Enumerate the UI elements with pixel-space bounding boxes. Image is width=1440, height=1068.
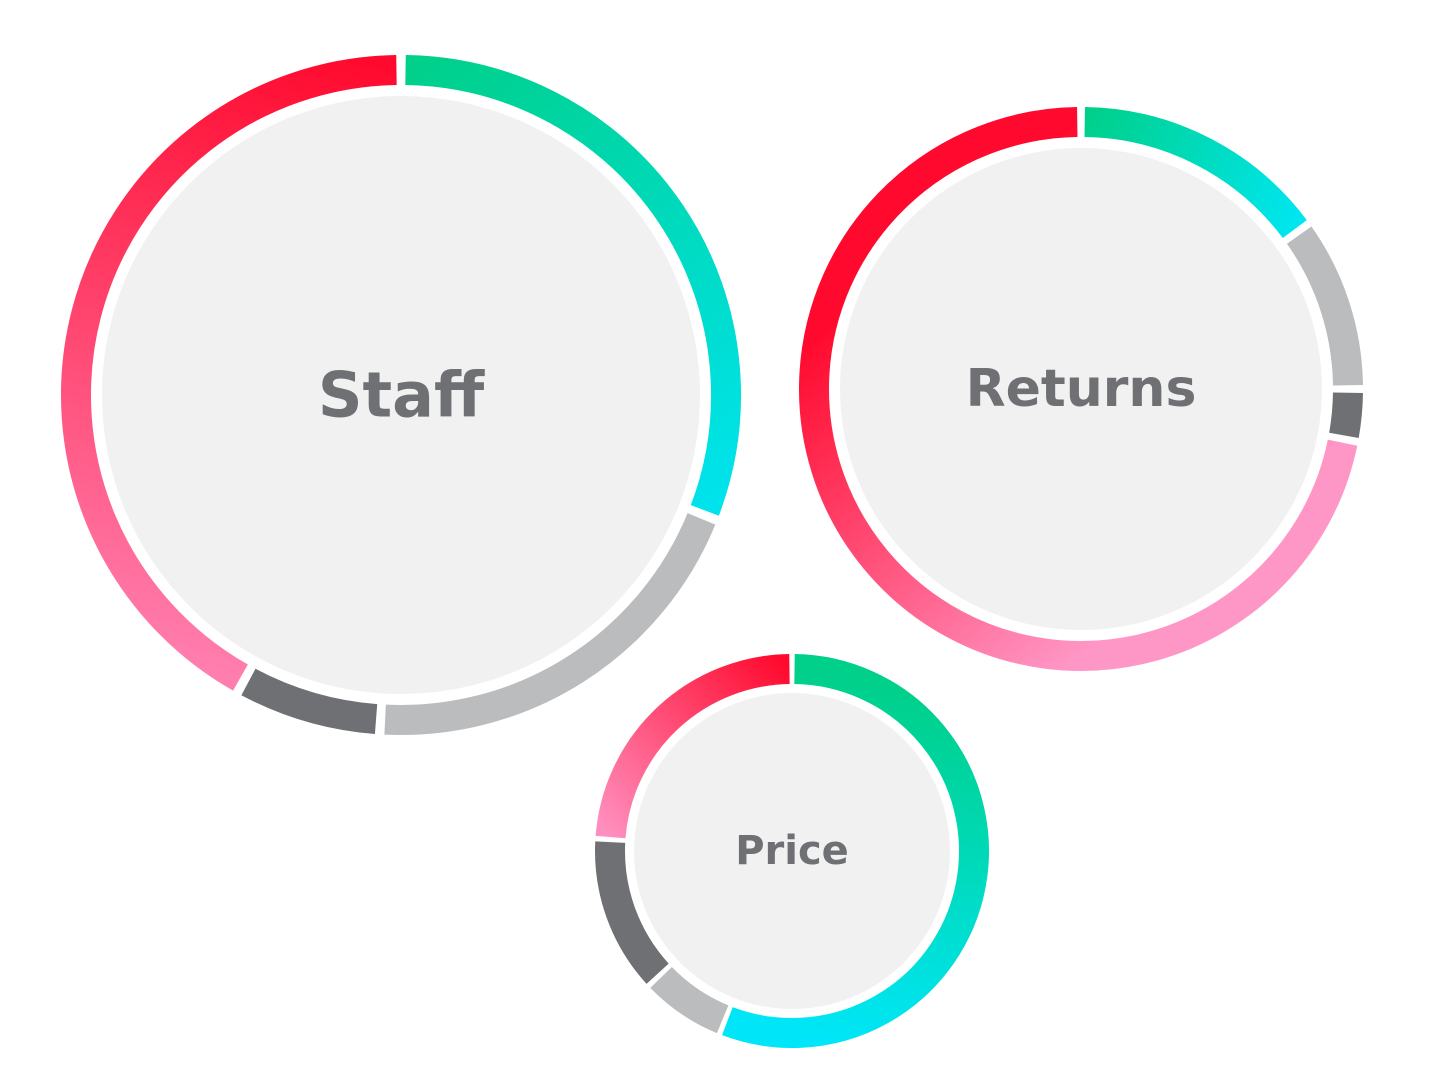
price-label: Price [735, 828, 849, 874]
staff-label: Staff [318, 359, 485, 432]
bubble-price: Price [595, 654, 989, 1048]
returns-inner-disc [840, 148, 1322, 630]
price-ring-segment-4 [595, 654, 790, 839]
price-ring-segment-1 [722, 654, 989, 1048]
staff-ring-segment-3 [241, 668, 378, 734]
returns-ring-segment-2 [1286, 226, 1363, 386]
price-inner-disc [634, 693, 950, 1009]
bubble-returns: Returns [799, 107, 1363, 671]
staff-ring-segment-4 [60, 55, 397, 691]
returns-ring-segment-1 [1084, 107, 1307, 239]
staff-ring-segment-2 [384, 513, 716, 735]
returns-ring-segment-4 [799, 107, 1358, 671]
price-ring-segment-2 [650, 966, 729, 1034]
staff-inner-disc [102, 96, 700, 694]
bubble-staff: Staff [60, 55, 741, 735]
returns-ring-segment-3 [1329, 392, 1363, 438]
staff-ring-segment-1 [405, 55, 741, 516]
price-ring-segment-3 [595, 841, 669, 984]
returns-label: Returns [966, 359, 1197, 419]
